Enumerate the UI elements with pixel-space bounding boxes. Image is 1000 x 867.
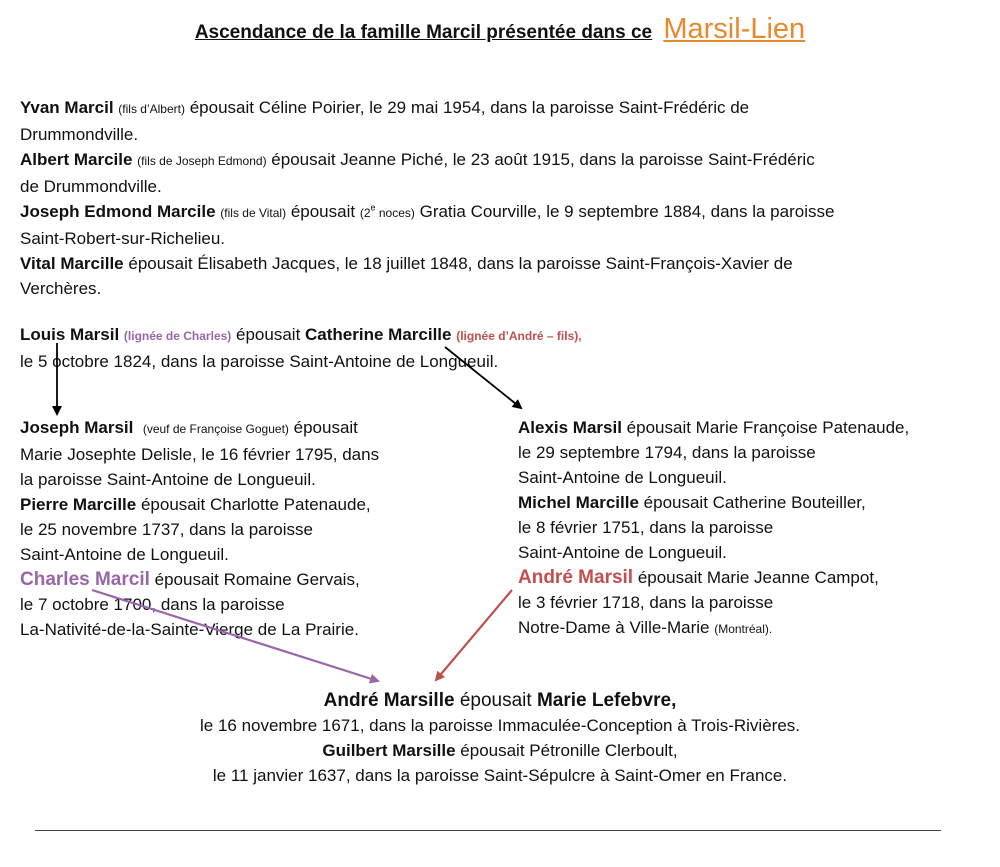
entry-alexis-marsil: Alexis Marsil épousait Marie Françoise P…	[518, 418, 910, 487]
recent-ancestors: Yvan Marcil (fils d’Albert) épousait Cél…	[20, 95, 970, 301]
entry-joseph-edmond: Joseph Edmond Marcile (fils de Vital) ép…	[20, 202, 835, 248]
entry-albert: Albert Marcile (fils de Joseph Edmond) é…	[20, 150, 815, 196]
entry-michel-marcille: Michel Marcille épousait Catherine Boute…	[518, 493, 866, 562]
arrow-andre-to-andre-marsille	[434, 589, 513, 682]
lignee-andre-label: (lignée d’André – fils),	[456, 329, 582, 343]
entry-vital: Vital Marcille épousait Élisabeth Jacque…	[20, 254, 793, 298]
entry-andre-marsil: André Marsil épousait Marie Jeanne Campo…	[518, 567, 879, 637]
entry-louis: Louis Marsil (lignée de Charles) épousai…	[20, 325, 582, 371]
arrow-catherine-to-alexis	[444, 346, 523, 410]
entry-joseph-marsil: Joseph Marsil (veuf de Françoise Goguet)…	[20, 418, 380, 489]
page-title: Ascendance de la famille Marcil présenté…	[0, 12, 1000, 50]
entry-yvan: Yvan Marcil (fils d’Albert) épousait Cél…	[20, 98, 750, 144]
brand-logo-text: Marsil-Lien	[663, 13, 806, 45]
arrow-charles-to-andre-marsille	[91, 588, 380, 684]
entry-charles-marcil: Charles Marcil épousait Romaine Gervais,…	[20, 569, 360, 639]
common-ancestors: André Marsille épousait Marie Lefebvre, …	[0, 688, 1000, 788]
left-lineage-column: Joseph Marsil (veuf de Françoise Goguet)…	[20, 415, 450, 642]
lignee-charles-label: (lignée de Charles)	[123, 329, 232, 343]
bottom-divider	[35, 830, 941, 831]
title-text: Ascendance de la famille Marcil présenté…	[194, 22, 653, 43]
entry-pierre-marcille: Pierre Marcille épousait Charlotte Paten…	[20, 495, 371, 564]
entry-andre-marsille: André Marsille épousait Marie Lefebvre,	[323, 690, 677, 711]
right-lineage-column: Alexis Marsil épousait Marie Françoise P…	[518, 415, 988, 642]
entry-guilbert-marsille: Guilbert Marsille épousait Pétronille Cl…	[322, 741, 678, 760]
